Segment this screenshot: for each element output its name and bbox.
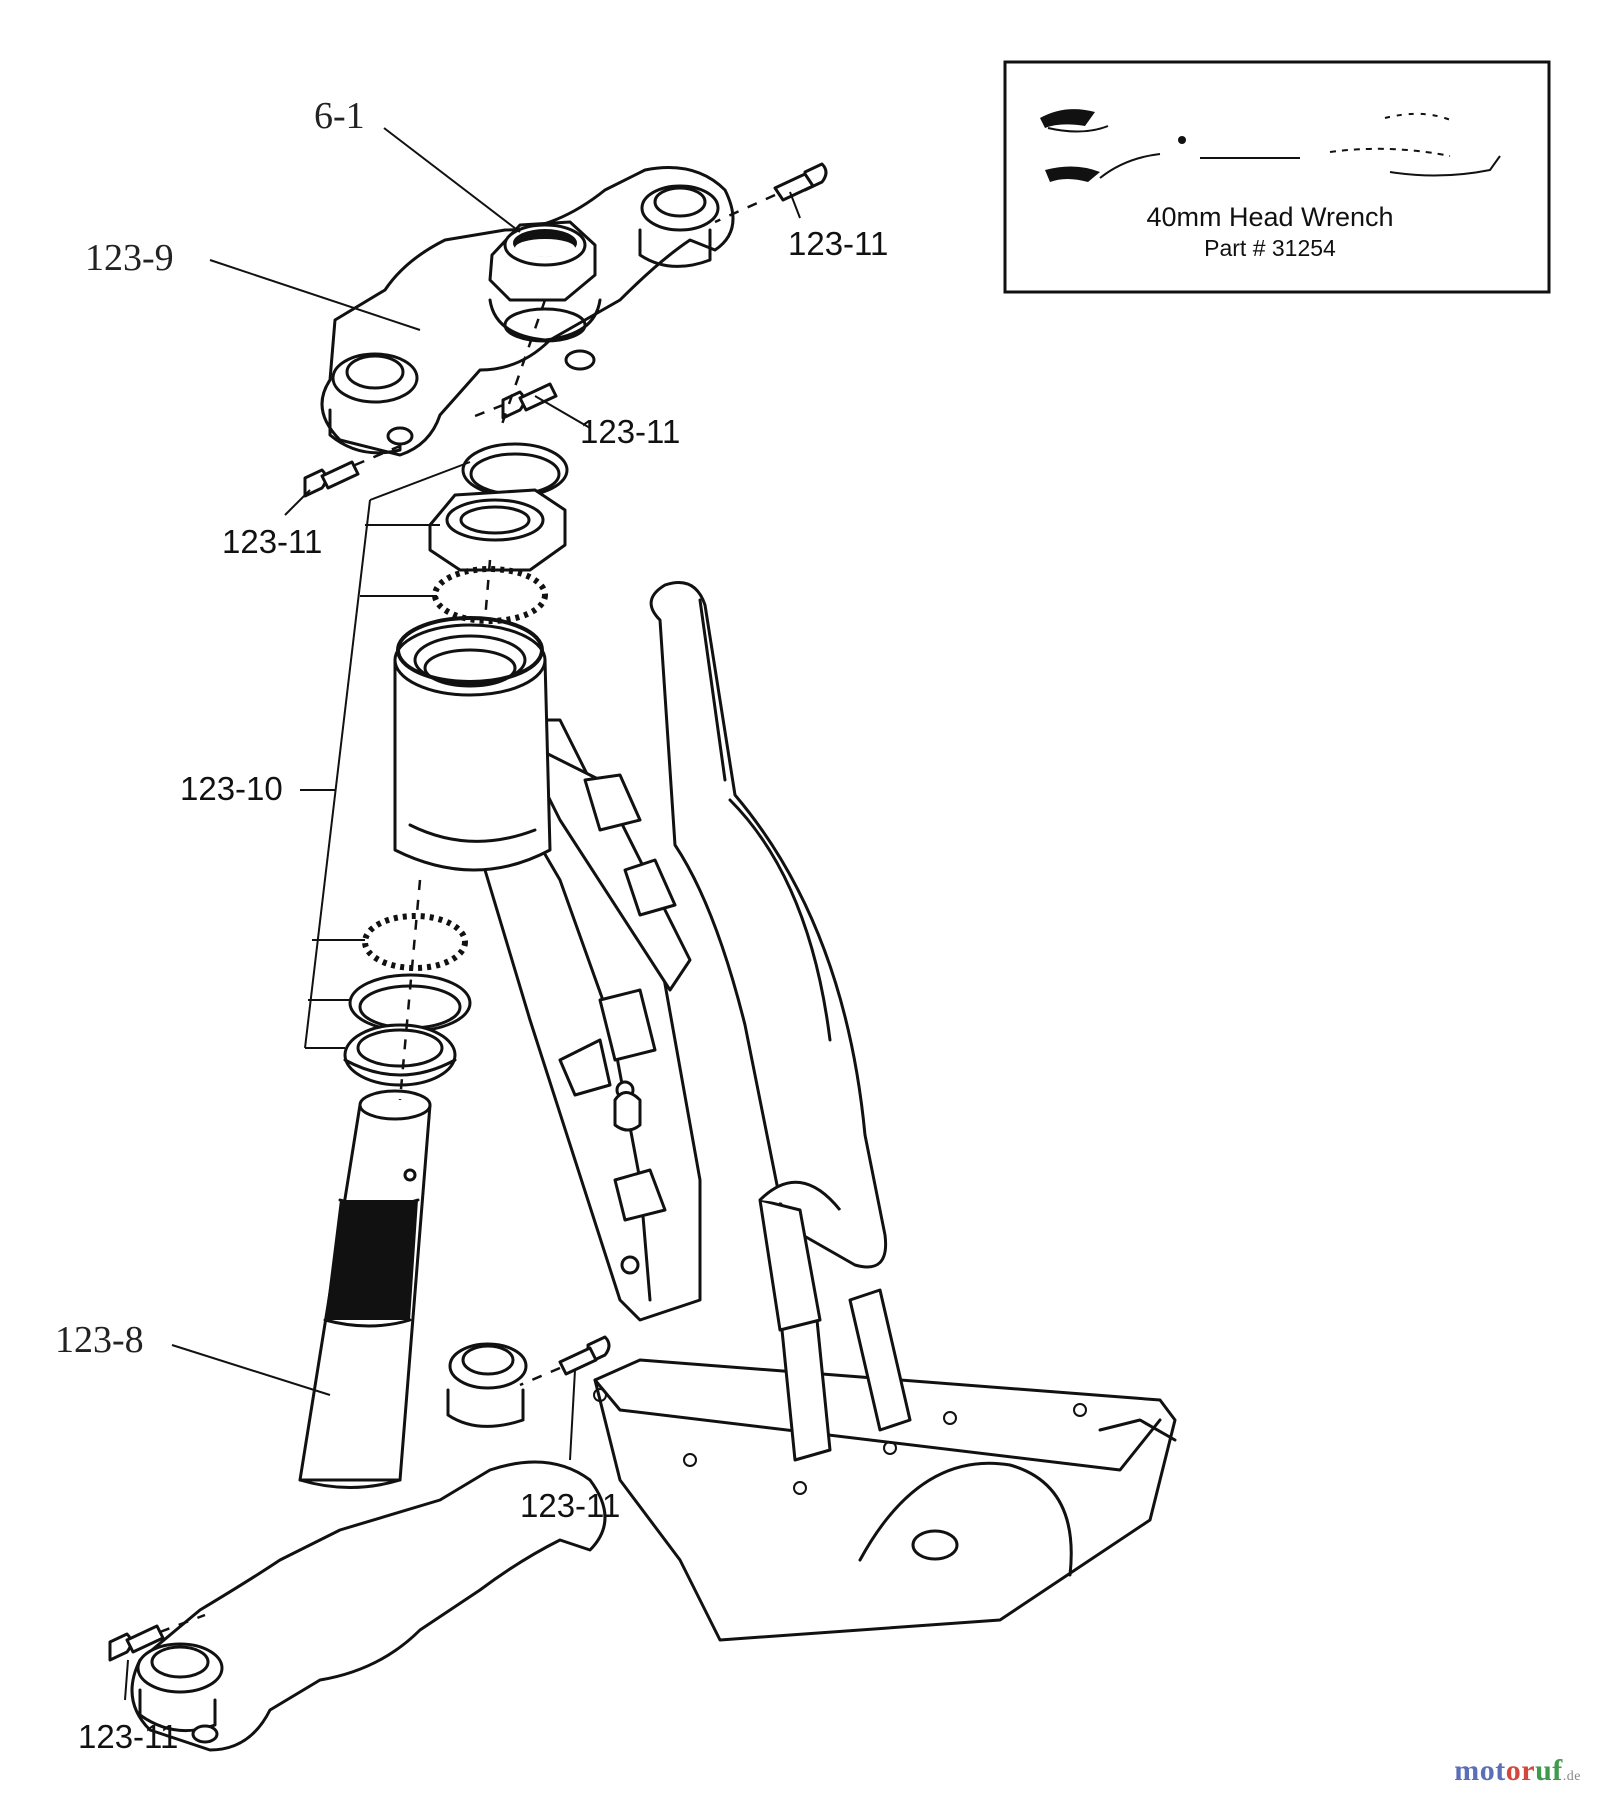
watermark-logo: motoruf.de (1454, 1754, 1581, 1787)
bolt-top-right (773, 162, 828, 202)
label-123-11-lower-middle: 123-11 (520, 1487, 620, 1524)
label-123-8: 123-8 (55, 1319, 144, 1361)
label-123-11-top-left: 123-11 (222, 523, 322, 560)
head-tube (393, 623, 552, 872)
label-123-9: 123-9 (85, 237, 174, 279)
bolt-lower-middle (558, 1335, 611, 1376)
tool-name: 40mm Head Wrench (1146, 202, 1393, 232)
label-123-11-lower-left: 123-11 (78, 1718, 178, 1755)
label-6-1: 6-1 (314, 95, 365, 137)
stem-nut (488, 220, 602, 343)
tool-part-number: Part # 31254 (1204, 235, 1336, 261)
label-123-10: 123-10 (180, 770, 283, 807)
leader-lines (124, 127, 801, 1701)
bolt-lower-left (108, 1624, 165, 1662)
lower-clamp-stem (130, 1089, 607, 1752)
lower-bearing-stack (343, 913, 472, 1087)
scooter-frame (468, 581, 1177, 1642)
wrench-icon (1040, 109, 1501, 182)
label-123-11-top-middle: 123-11 (580, 413, 680, 450)
label-123-11-top-right: 123-11 (788, 225, 888, 262)
tool-inset: 40mm Head Wrench Part # 31254 (1003, 60, 1551, 294)
bolt-top-left (303, 460, 360, 498)
assembly-centerlines (159, 193, 776, 1634)
upper-bearing-stack (396, 442, 569, 684)
